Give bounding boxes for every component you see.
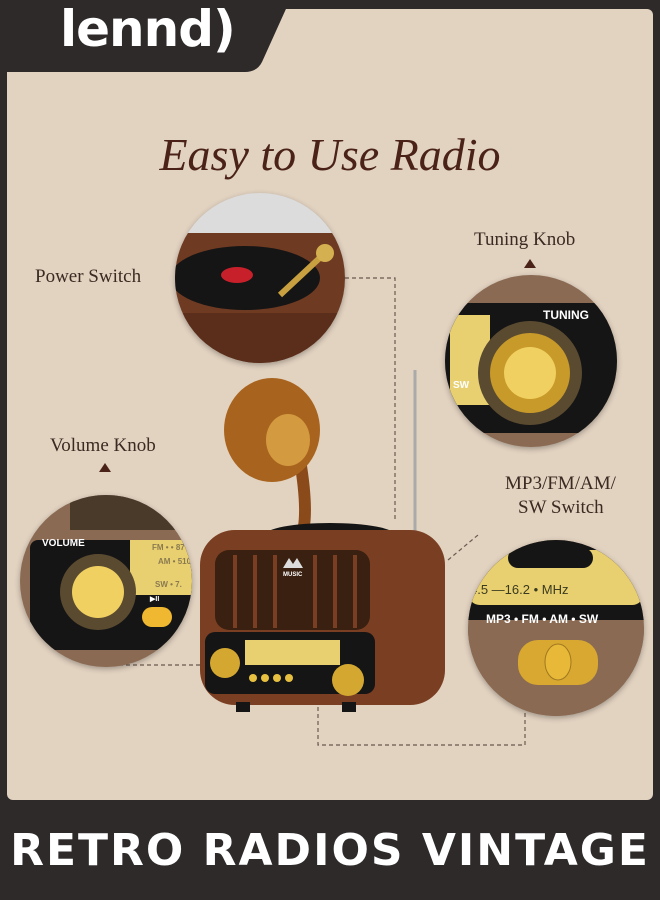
- power-switch-detail: [175, 193, 345, 363]
- volume-pointer: [99, 463, 111, 472]
- tuning-pointer: [524, 259, 536, 268]
- volume-text: VOLUME: [42, 538, 85, 549]
- tuning-knob-label: Tuning Knob: [474, 229, 576, 250]
- sw-band-text: SW • 7.: [155, 580, 182, 589]
- mode-options-text: MP3 • FM • AM • SW: [486, 612, 599, 626]
- page-title: Easy to Use Radio: [159, 129, 501, 180]
- fm-text: FM • • 87: [152, 543, 185, 552]
- am-text: AM • 510: [158, 557, 192, 566]
- sw-text: SW: [453, 380, 470, 391]
- mode-switch-label-line1: MP3/FM/AM/: [505, 473, 616, 494]
- mode-switch-label: MP3/FM/AM/ SW Switch: [505, 472, 616, 520]
- tuning-knob-detail: TUNING SW: [445, 275, 617, 447]
- volume-knob-label: Volume Knob: [50, 435, 156, 456]
- volume-knob-detail: VOLUME FM • • 87 AM • 510 SW • 7. ▶II: [20, 495, 192, 667]
- frequency-range-text: 4.5 —16.2 • MHz: [470, 582, 569, 597]
- brand-logo: lennd): [60, 0, 236, 58]
- mode-switch-label-line2: SW Switch: [518, 497, 604, 518]
- play-pause-icon: ▶II: [150, 596, 160, 603]
- radio-badge: MUSIC: [283, 572, 303, 578]
- footer-banner: RETRO RADIOS VINTAGE: [10, 824, 650, 876]
- logo-tab: [0, 0, 290, 72]
- tuning-text: TUNING: [543, 308, 589, 322]
- mode-switch-detail: 4.5 —16.2 • MHz MP3 • FM • AM • SW: [468, 540, 644, 716]
- power-switch-label: Power Switch: [35, 266, 142, 287]
